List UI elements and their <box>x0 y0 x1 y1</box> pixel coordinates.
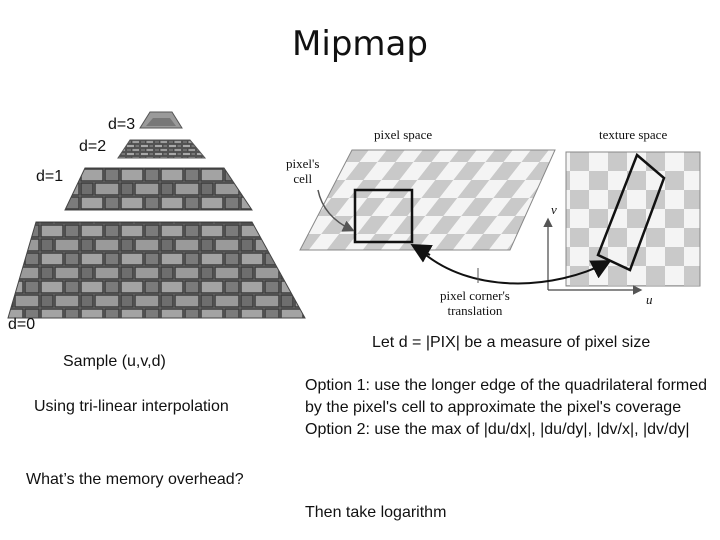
sample-text: Sample (u,v,d) <box>63 353 166 370</box>
corner-translation-arrow <box>419 249 612 285</box>
pixel-cell-pointer-arrow <box>317 189 355 232</box>
corner-translation-label: pixel corner's translation <box>440 288 510 318</box>
corner-translation-arrow-tail <box>410 244 433 263</box>
mip-level-0 <box>7 221 306 319</box>
texture-space-grid <box>565 151 701 287</box>
mip-level-1 <box>64 167 253 211</box>
level-label-d0: d=0 <box>8 316 36 333</box>
level-label-d3: d=3 <box>108 116 136 133</box>
mip-level-2 <box>117 139 207 159</box>
option-2-text: Option 2: use the max of |du/dx|, |du/dy… <box>305 421 690 438</box>
pixel-space-label: pixel space <box>374 127 433 142</box>
logarithm-text: Then take logarithm <box>305 504 447 521</box>
pixel-cell-square <box>353 188 414 244</box>
trilinear-text: Using tri-linear interpolation <box>34 398 229 415</box>
pixel-size-measure-text: Let d = |PIX| be a measure of pixel size <box>372 334 651 351</box>
slide-title: Mipmap <box>292 24 428 64</box>
level-label-d1: d=1 <box>36 168 64 185</box>
texture-footprint-quad <box>596 152 666 272</box>
corner-translation-label-line1: pixel corner's <box>440 288 510 303</box>
corner-translation-label-line2: translation <box>447 303 503 318</box>
axis-v-label: v <box>551 202 557 217</box>
pixels-cell-label-line2: cell <box>293 171 313 186</box>
pixels-cell-label-line1: pixel's <box>286 156 320 171</box>
options-block: Option 1: use the longer edge of the qua… <box>305 375 715 441</box>
axis-u-label: u <box>646 292 653 307</box>
pixel-space-plane <box>299 149 556 251</box>
pixels-cell-label: pixel's cell <box>286 156 319 186</box>
mip-level-3-inner <box>146 118 176 126</box>
level-label-d2: d=2 <box>79 138 107 155</box>
memory-overhead-text: What’s the memory overhead? <box>26 471 244 488</box>
texture-space-label: texture space <box>599 127 668 142</box>
option-1-text: Option 1: use the longer edge of the qua… <box>305 377 708 416</box>
